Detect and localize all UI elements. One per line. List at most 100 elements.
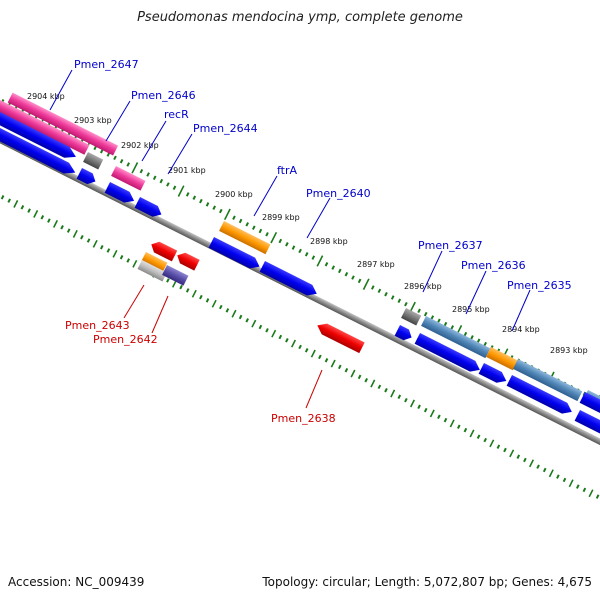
minor-tick <box>536 464 540 469</box>
minor-tick <box>437 414 441 420</box>
major-tick <box>177 185 185 197</box>
kbp-label: 2899 kbp <box>262 213 300 222</box>
minor-tick <box>126 162 130 167</box>
minor-tick <box>357 278 362 284</box>
gene-label-pmen-2646: Pmen_2646 <box>131 89 196 102</box>
minor-tick <box>7 198 11 203</box>
minor-tick <box>185 288 190 293</box>
minor-tick <box>324 358 329 363</box>
major-tick <box>13 200 19 208</box>
minor-tick <box>423 311 428 317</box>
cds-arrow-blue <box>414 333 480 372</box>
major-tick <box>528 459 535 468</box>
major-tick <box>370 379 376 388</box>
minor-tick <box>311 255 316 260</box>
minor-tick <box>265 328 269 333</box>
gene-label-pmen-2636: Pmen_2636 <box>461 259 526 272</box>
kbp-label: 2895 kbp <box>452 305 490 314</box>
feature-orange-2643 <box>141 251 168 272</box>
major-tick <box>548 469 554 478</box>
kbp-label: 2898 kbp <box>310 237 348 246</box>
cds-arrow-blue <box>208 237 260 269</box>
minor-tick <box>20 205 25 210</box>
minor-tick <box>463 427 468 433</box>
minor-tick <box>443 321 448 327</box>
minor-tick <box>238 314 243 320</box>
minor-tick <box>285 338 289 343</box>
minor-tick <box>304 252 309 257</box>
minor-tick <box>338 364 342 370</box>
minor-tick <box>298 344 302 350</box>
minor-tick <box>331 265 335 270</box>
minor-tick <box>463 331 468 337</box>
minor-tick <box>212 205 216 210</box>
minor-tick <box>0 195 5 200</box>
gene-label-pmen-2635: Pmen_2635 <box>507 279 572 292</box>
minor-tick <box>562 477 567 483</box>
minor-tick <box>205 202 210 207</box>
cds-arrow-red <box>151 241 178 262</box>
minor-tick <box>219 304 223 310</box>
cds-arrow-red <box>317 323 365 354</box>
minor-tick <box>258 228 263 234</box>
minor-tick <box>126 258 130 263</box>
minor-tick <box>205 298 210 303</box>
minor-tick <box>285 242 289 247</box>
minor-tick <box>344 271 349 277</box>
minor-tick <box>397 298 402 304</box>
minor-tick <box>371 285 375 290</box>
minor-tick <box>278 238 283 244</box>
minor-tick <box>192 195 197 200</box>
gene-label-pmen-2640: Pmen_2640 <box>306 187 371 200</box>
minor-tick <box>66 228 71 233</box>
major-tick <box>290 339 297 348</box>
major-tick <box>270 231 278 244</box>
minor-tick <box>496 444 501 449</box>
minor-tick <box>483 437 487 443</box>
gene-label-recr: recR <box>164 108 189 121</box>
gene-label-pmen-2644: Pmen_2644 <box>193 122 258 135</box>
major-tick <box>92 239 98 248</box>
kbp-label: 2901 kbp <box>168 166 206 175</box>
kbp-label: 2897 kbp <box>357 260 395 269</box>
minor-tick <box>27 208 31 213</box>
major-tick <box>33 210 39 218</box>
gene-label-pmen-2643: Pmen_2643 <box>65 319 130 332</box>
minor-tick <box>595 494 600 499</box>
label-leaders-blue <box>49 69 531 332</box>
feature-pink-pmen-2647 <box>7 92 119 156</box>
minor-tick <box>417 308 421 314</box>
cds-arrow-blue <box>394 325 412 341</box>
minor-tick <box>60 225 64 230</box>
minor-tick <box>245 222 249 227</box>
kbp-label: 2904 kbp <box>27 92 65 101</box>
feature-purple-2642 <box>162 265 189 286</box>
minor-tick <box>179 284 183 290</box>
cds-arrow-blue <box>579 392 600 417</box>
major-tick <box>251 319 257 328</box>
minor-tick <box>238 218 243 224</box>
major-tick <box>211 299 217 308</box>
minor-tick <box>483 341 487 347</box>
cds-arrow-blue <box>506 375 572 414</box>
minor-tick <box>100 244 104 250</box>
cds-arrow-blue <box>574 410 600 435</box>
major-tick <box>429 409 435 418</box>
gene-label-pmen-2647: Pmen_2647 <box>74 58 139 71</box>
major-tick <box>72 229 78 238</box>
major-tick <box>231 309 237 318</box>
minor-tick <box>516 454 521 459</box>
gene-label-pmen-2642: Pmen_2642 <box>93 333 158 346</box>
tick-track-lower <box>0 195 600 499</box>
minor-tick <box>47 218 51 223</box>
cds-arrow-red <box>177 252 200 271</box>
minor-tick <box>357 374 362 380</box>
kbp-label: 2903 kbp <box>74 116 112 125</box>
minor-tick <box>119 158 124 164</box>
minor-tick <box>139 168 144 174</box>
minor-tick <box>86 238 91 243</box>
minor-tick <box>199 198 203 204</box>
major-tick <box>330 359 336 368</box>
minor-tick <box>542 467 547 473</box>
